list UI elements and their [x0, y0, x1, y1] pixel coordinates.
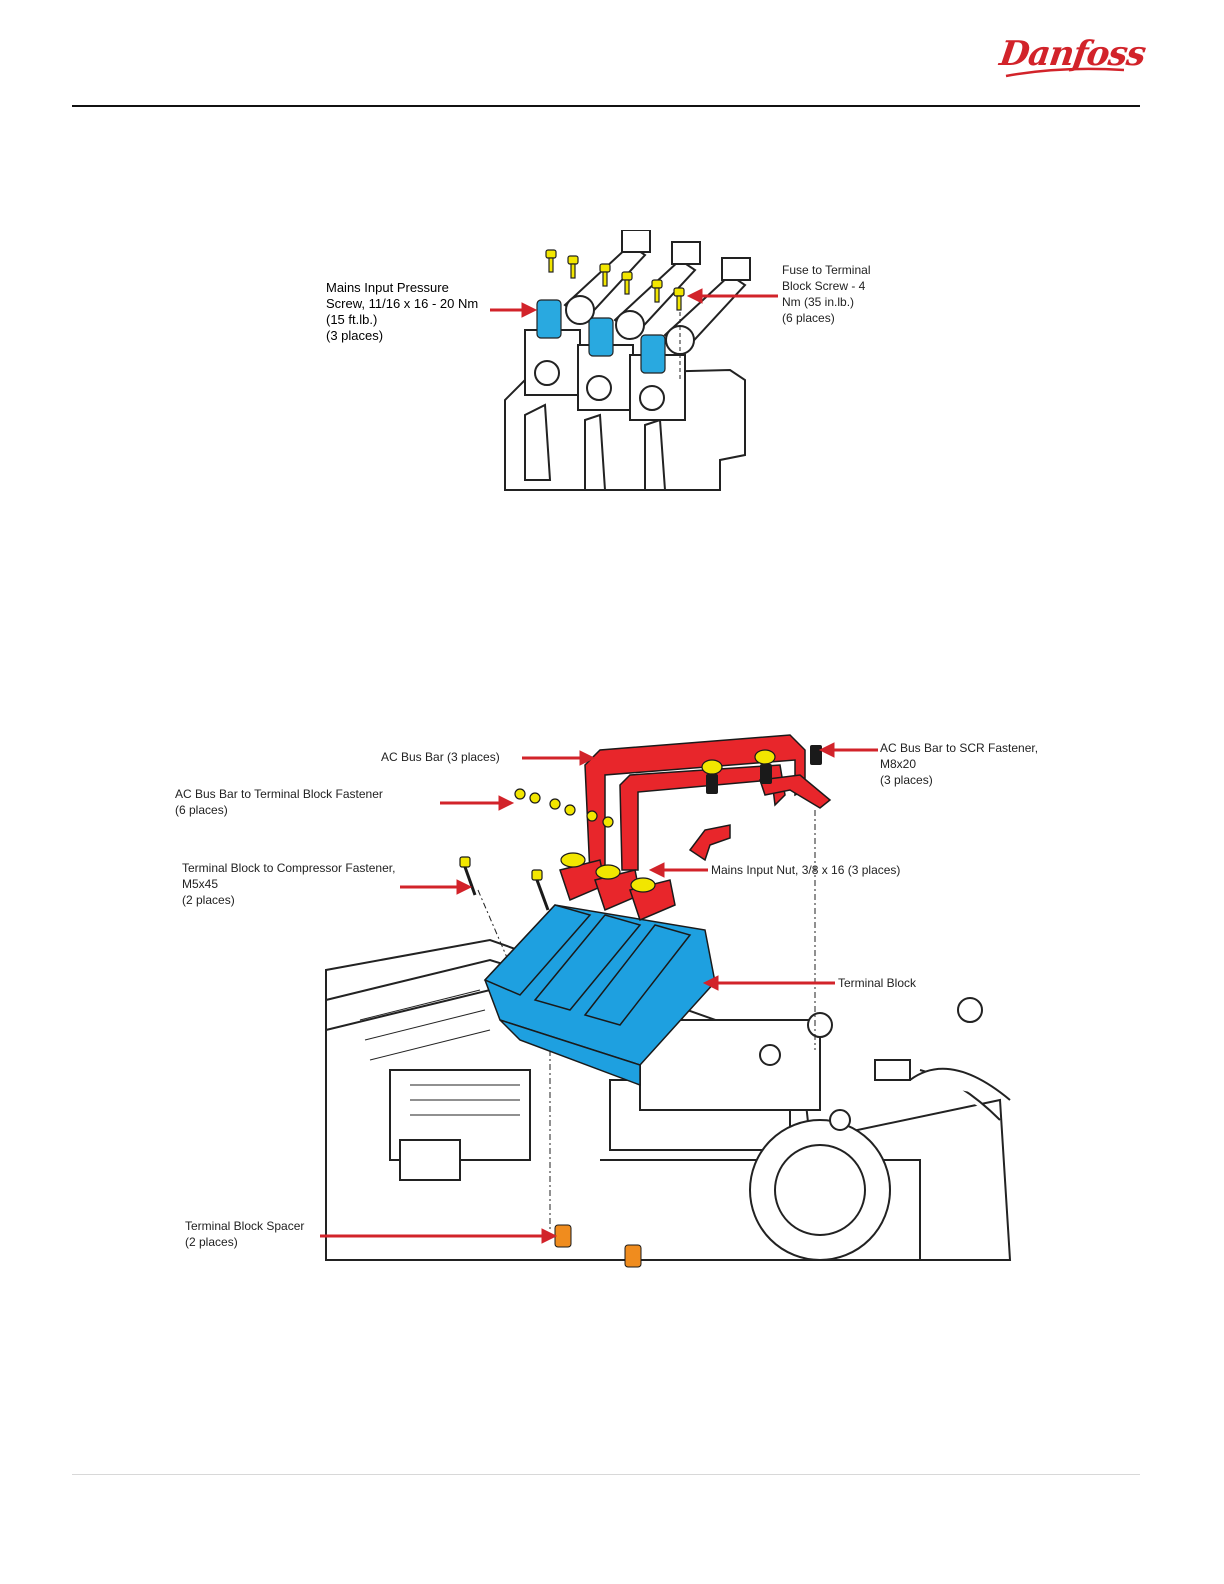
label-terminal-block: Terminal Block: [838, 976, 917, 990]
bus-bar-fasteners: [459, 749, 776, 893]
label-ac-bus-bar: AC Bus Bar (3 places): [381, 750, 500, 764]
label-mains-input-nut: Mains Input Nut, 3/8 x 16 (3 places): [711, 863, 901, 877]
label-ac-bus-bar-to-scr-fastener: AC Bus Bar to SCR Fastener, M8x20 (3 pla…: [880, 741, 1039, 787]
terminal-block-part: [483, 904, 716, 1087]
figure2-arrows: [320, 742, 878, 1244]
label-terminal-block-spacer: Terminal Block Spacer (2 places): [185, 1219, 305, 1249]
scr-fasteners: [706, 745, 822, 794]
figure1-arrows: [490, 288, 778, 318]
terminal-block-spacers: [554, 1224, 642, 1268]
figure-fuse-terminal-block: Mains Input Pressure Screw, 11/16 x 16 -…: [300, 230, 920, 500]
compressor-fastener-shanks: [463, 866, 550, 911]
fuse-assembly-drawing: [490, 230, 778, 491]
label-mains-input-pressure-screw: Mains Input Pressure Screw, 11/16 x 16 -…: [326, 280, 479, 343]
label-terminal-block-to-compressor-fastener: Terminal Block to Compressor Fastener, M…: [182, 861, 396, 907]
label-fuse-to-terminal-block-screw: Fuse to Terminal Block Screw - 4 Nm (35 …: [782, 263, 871, 325]
logo-swoosh: [1005, 67, 1125, 78]
fuse-screws: [545, 249, 685, 311]
label-ac-bus-bar-to-terminal-block-fastener: AC Bus Bar to Terminal Block Fastener (6…: [175, 787, 383, 817]
terminal-block-assembly-drawing: [320, 734, 1012, 1268]
figure-terminal-block-assembly: AC Bus Bar (3 places) AC Bus Bar to SCR …: [160, 720, 1060, 1280]
ac-bus-bars: [559, 734, 832, 922]
pressure-screws: [536, 299, 666, 374]
header-rule: [72, 105, 1140, 107]
footer-rule: [72, 1474, 1140, 1475]
danfoss-logo: Danfoss: [997, 30, 1148, 82]
